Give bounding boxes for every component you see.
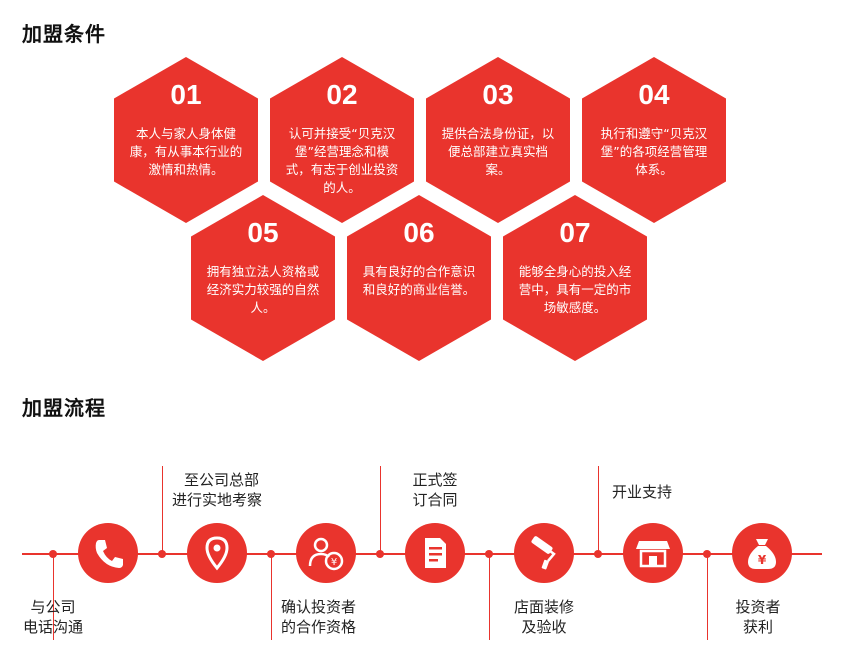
step-1-label: 与公司 电话沟通 bbox=[3, 597, 103, 637]
step-6-label: 开业支持 bbox=[612, 482, 672, 502]
step-5-label: 店面装修 及验收 bbox=[499, 597, 589, 637]
condition-hex-03: 03 提供合法身份证，以便总部建立真实档案。 bbox=[426, 57, 570, 223]
timeline-connector bbox=[707, 554, 708, 640]
contract-document-icon bbox=[425, 538, 446, 568]
condition-hex-02: 02 认可并接受“贝克汉堡”经营理念和模式，有志于创业投资的人。 bbox=[270, 57, 414, 223]
step-label-line: 开业支持 bbox=[612, 483, 673, 501]
condition-number: 06 bbox=[403, 217, 435, 248]
step-5-circle bbox=[514, 523, 574, 583]
condition-text: 具有良好的合作意识和良好的商业信誉。 bbox=[362, 264, 476, 297]
step-label-line: 投资者 bbox=[735, 598, 781, 616]
condition-number: 01 bbox=[170, 79, 202, 110]
timeline-connector bbox=[162, 466, 163, 554]
condition-text: 执行和遵守“贝克汉堡”的各项经营管理体系。 bbox=[600, 126, 708, 177]
investor-yen-icon: ¥ bbox=[308, 537, 344, 571]
condition-hex-07: 07 能够全身心的投入经营中，具有一定的市场敏感度。 bbox=[503, 195, 647, 361]
timeline-dot bbox=[594, 550, 602, 558]
timeline-dot bbox=[158, 550, 166, 558]
step-7-label: 投资者 获利 bbox=[718, 597, 798, 637]
condition-hex-05: 05 拥有独立法人资格或经济实力较强的自然人。 bbox=[191, 195, 335, 361]
paint-roller-icon bbox=[531, 536, 556, 570]
step-label-line: 获利 bbox=[742, 618, 773, 636]
svg-text:¥: ¥ bbox=[758, 553, 767, 567]
condition-number: 04 bbox=[638, 79, 670, 110]
step-label-line: 店面装修 bbox=[513, 598, 574, 616]
condition-text: 本人与家人身体健康，有从事本行业的激情和热情。 bbox=[129, 126, 243, 177]
step-label-line: 进行实地考察 bbox=[172, 491, 263, 509]
step-4-circle bbox=[405, 523, 465, 583]
timeline-connector bbox=[380, 466, 381, 554]
step-label-line: 至公司总部 bbox=[184, 471, 260, 489]
phone-icon bbox=[95, 540, 123, 568]
condition-number: 02 bbox=[326, 79, 358, 110]
timeline-dot bbox=[376, 550, 384, 558]
condition-text: 拥有独立法人资格或经济实力较强的自然人。 bbox=[206, 264, 320, 315]
step-label-line: 的合作资格 bbox=[281, 618, 357, 636]
step-7-circle: ¥ bbox=[732, 523, 792, 583]
step-6-circle bbox=[623, 523, 683, 583]
location-pin-icon bbox=[205, 536, 229, 571]
svg-text:¥: ¥ bbox=[331, 557, 337, 568]
condition-number: 05 bbox=[247, 217, 279, 248]
step-3-circle: ¥ bbox=[296, 523, 356, 583]
step-2-circle bbox=[187, 523, 247, 583]
step-label-line: 正式签 bbox=[412, 471, 458, 489]
step-label-line: 电话沟通 bbox=[22, 618, 83, 636]
condition-text: 认可并接受“贝克汉堡”经营理念和模式，有志于创业投资的人。 bbox=[285, 126, 399, 195]
conditions-title: 加盟条件 bbox=[22, 22, 106, 46]
money-bag-icon: ¥ bbox=[748, 539, 776, 569]
timeline-connector bbox=[53, 554, 54, 640]
condition-text: 能够全身心的投入经营中，具有一定的市场敏感度。 bbox=[518, 264, 632, 315]
condition-number: 03 bbox=[482, 79, 514, 110]
step-label-line: 及验收 bbox=[521, 618, 567, 636]
storefront-icon bbox=[636, 541, 670, 568]
step-3-label: 确认投资者 的合作资格 bbox=[281, 597, 356, 637]
step-4-label: 正式签 订合同 bbox=[390, 470, 480, 510]
condition-number: 07 bbox=[559, 217, 591, 248]
condition-hex-06: 06 具有良好的合作意识和良好的商业信誉。 bbox=[347, 195, 491, 361]
condition-text: 提供合法身份证，以便总部建立真实档案。 bbox=[441, 126, 555, 177]
process-title: 加盟流程 bbox=[22, 396, 106, 420]
step-label-line: 与公司 bbox=[30, 598, 76, 616]
step-label-line: 订合同 bbox=[412, 491, 458, 509]
timeline-connector bbox=[489, 554, 490, 640]
step-2-label: 至公司总部 进行实地考察 bbox=[172, 470, 262, 510]
timeline-connector bbox=[598, 466, 599, 554]
step-1-circle bbox=[78, 523, 138, 583]
timeline-connector bbox=[271, 554, 272, 640]
condition-hex-01: 01 本人与家人身体健康，有从事本行业的激情和热情。 bbox=[114, 57, 258, 223]
step-label-line: 确认投资者 bbox=[281, 598, 357, 616]
condition-hex-04: 04 执行和遵守“贝克汉堡”的各项经营管理体系。 bbox=[582, 57, 726, 223]
